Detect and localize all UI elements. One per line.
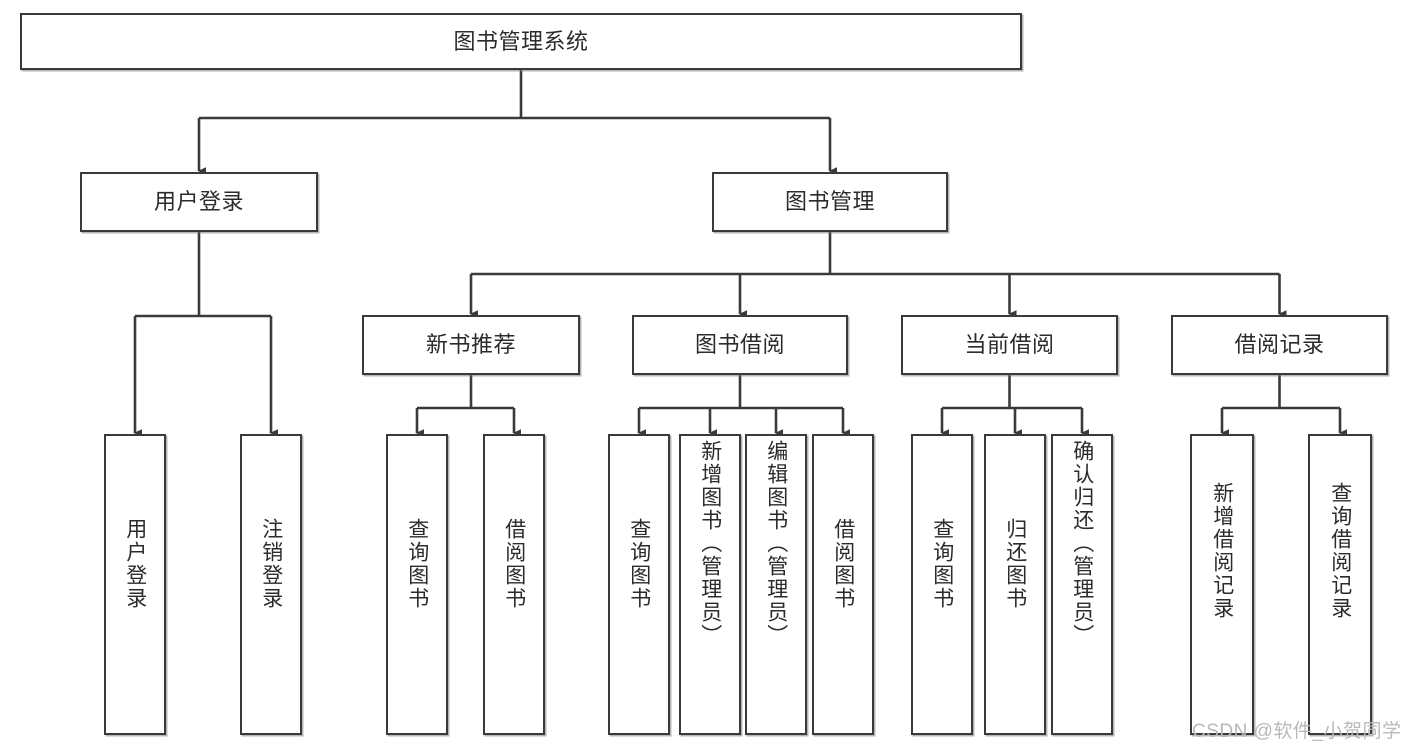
node-leaf-add-book[interactable]: 新增图书（管理员） <box>679 434 741 735</box>
node-label: 借阅图书 <box>831 518 855 610</box>
node-leaf-confirm-return[interactable]: 确认归还（管理员） <box>1051 434 1113 735</box>
node-label: 编辑图书（管理员） <box>764 440 788 647</box>
node-leaf-user-login[interactable]: 用户登录 <box>104 434 166 735</box>
node-leaf-add-record[interactable]: 新增借阅记录 <box>1190 434 1254 735</box>
node-label: 图书借阅 <box>694 332 785 358</box>
node-leaf-rec-query-book[interactable]: 查询图书 <box>386 434 448 735</box>
node-user-login[interactable]: 用户登录 <box>80 172 318 232</box>
node-leaf-edit-book[interactable]: 编辑图书（管理员） <box>745 434 807 735</box>
watermark-text: CSDN @软件_小贺同学 <box>1192 721 1402 742</box>
node-root[interactable]: 图书管理系统 <box>20 13 1022 70</box>
node-book-manage[interactable]: 图书管理 <box>712 172 948 232</box>
node-label: 查询图书 <box>405 518 429 610</box>
node-label: 新增借阅记录 <box>1210 482 1234 620</box>
node-borrow-record[interactable]: 借阅记录 <box>1171 315 1388 375</box>
node-label: 图书管理 <box>784 189 875 215</box>
node-leaf-borrow-query-book[interactable]: 查询图书 <box>608 434 670 735</box>
node-label: 查询图书 <box>627 518 651 610</box>
node-label: 归还图书 <box>1003 518 1027 610</box>
node-label: 当前借阅 <box>964 332 1055 358</box>
node-label: 新增图书（管理员） <box>698 440 722 647</box>
node-label: 注销登录 <box>259 518 283 610</box>
node-leaf-rec-borrow-book[interactable]: 借阅图书 <box>483 434 545 735</box>
node-current-borrow[interactable]: 当前借阅 <box>901 315 1118 375</box>
node-book-borrow[interactable]: 图书借阅 <box>632 315 848 375</box>
node-label: 图书管理系统 <box>453 28 589 54</box>
node-leaf-query-record[interactable]: 查询借阅记录 <box>1308 434 1372 735</box>
node-leaf-borrow-book[interactable]: 借阅图书 <box>812 434 874 735</box>
node-label: 确认归还（管理员） <box>1070 440 1094 647</box>
node-label: 查询借阅记录 <box>1328 482 1352 620</box>
node-leaf-user-logout[interactable]: 注销登录 <box>240 434 302 735</box>
node-label: 用户登录 <box>153 189 244 215</box>
node-leaf-cur-query-book[interactable]: 查询图书 <box>911 434 973 735</box>
node-new-book-rec[interactable]: 新书推荐 <box>362 315 580 375</box>
node-label: 新书推荐 <box>425 332 516 358</box>
node-label: 查询图书 <box>930 518 954 610</box>
node-label: 借阅记录 <box>1234 332 1325 358</box>
node-label: 借阅图书 <box>502 518 526 610</box>
node-label: 用户登录 <box>123 518 147 610</box>
node-leaf-return-book[interactable]: 归还图书 <box>984 434 1046 735</box>
